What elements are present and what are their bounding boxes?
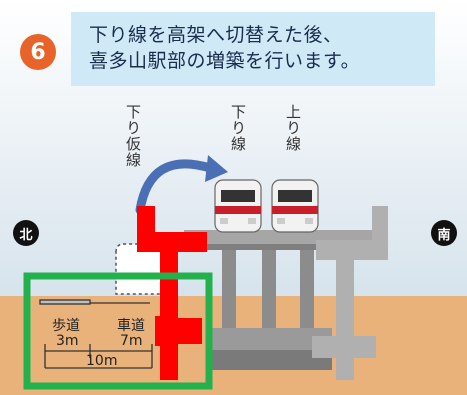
north-marker: 北 <box>13 220 39 246</box>
step-number-badge: 6 <box>20 34 56 70</box>
red-extension <box>137 206 207 380</box>
label-down-track: 下り線 <box>229 104 247 152</box>
up-train <box>271 179 319 233</box>
viaduct-footing <box>212 350 332 370</box>
road-highlight-box <box>23 272 213 390</box>
viaduct-deck-edge <box>184 244 384 250</box>
gray-extension <box>312 206 388 380</box>
total-road-width: 10m <box>86 353 118 369</box>
roadway-label: 車道 <box>117 318 145 334</box>
switch-arrow <box>135 159 215 215</box>
road-dimensions <box>39 299 153 369</box>
temporary-train-outline <box>115 243 167 295</box>
roadway-width: 7m <box>120 333 143 349</box>
caption-line-1: 下り線を高架へ切替えた後、 <box>89 24 343 46</box>
south-marker: 南 <box>431 220 457 246</box>
label-up-track: 上り線 <box>284 104 302 152</box>
down-train <box>214 179 262 233</box>
label-temporary-down-track: 下り仮線 <box>124 104 142 168</box>
sidewalk-label: 歩道 <box>52 318 80 334</box>
sidewalk-width: 3m <box>56 333 79 349</box>
viaduct-beam <box>212 328 332 350</box>
caption-line-2: 喜多山駅部の増築を行います。 <box>89 50 361 72</box>
switch-arrow-head <box>205 155 228 182</box>
caption-box: 下り線を高架へ切替えた後、 喜多山駅部の増築を行います。 <box>71 12 435 86</box>
